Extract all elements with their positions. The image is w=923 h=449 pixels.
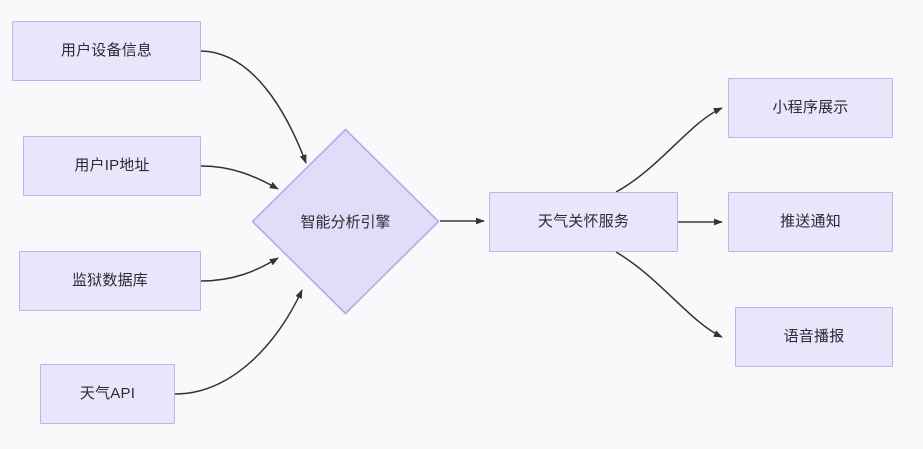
node-prison-database[interactable]: 监狱数据库 — [19, 251, 201, 311]
node-voice-broadcast[interactable]: 语音播报 — [735, 307, 893, 367]
node-label: 语音播报 — [783, 328, 845, 345]
edge-service-to-miniapp — [615, 107, 723, 193]
node-miniprogram-display[interactable]: 小程序展示 — [728, 78, 893, 138]
node-label: 天气关怀服务 — [537, 213, 630, 230]
node-push-notification[interactable]: 推送通知 — [728, 192, 893, 252]
node-label: 用户设备信息 — [60, 42, 153, 59]
node-weather-api[interactable]: 天气API — [40, 364, 175, 424]
diamond-shape — [251, 128, 440, 315]
node-label: 天气API — [79, 385, 136, 402]
node-label: 小程序展示 — [772, 99, 849, 116]
node-user-device-info[interactable]: 用户设备信息 — [12, 21, 201, 81]
node-intelligent-analysis-engine[interactable]: 智能分析引擎 — [251, 128, 440, 315]
node-user-ip-address[interactable]: 用户IP地址 — [23, 136, 201, 196]
node-label: 推送通知 — [780, 213, 841, 230]
edge-service-to-voice — [615, 251, 723, 338]
node-weather-care-service[interactable]: 天气关怀服务 — [489, 192, 678, 252]
node-label: 监狱数据库 — [71, 272, 148, 289]
node-label: 智能分析引擎 — [300, 214, 391, 231]
node-label: 用户IP地址 — [74, 157, 150, 174]
